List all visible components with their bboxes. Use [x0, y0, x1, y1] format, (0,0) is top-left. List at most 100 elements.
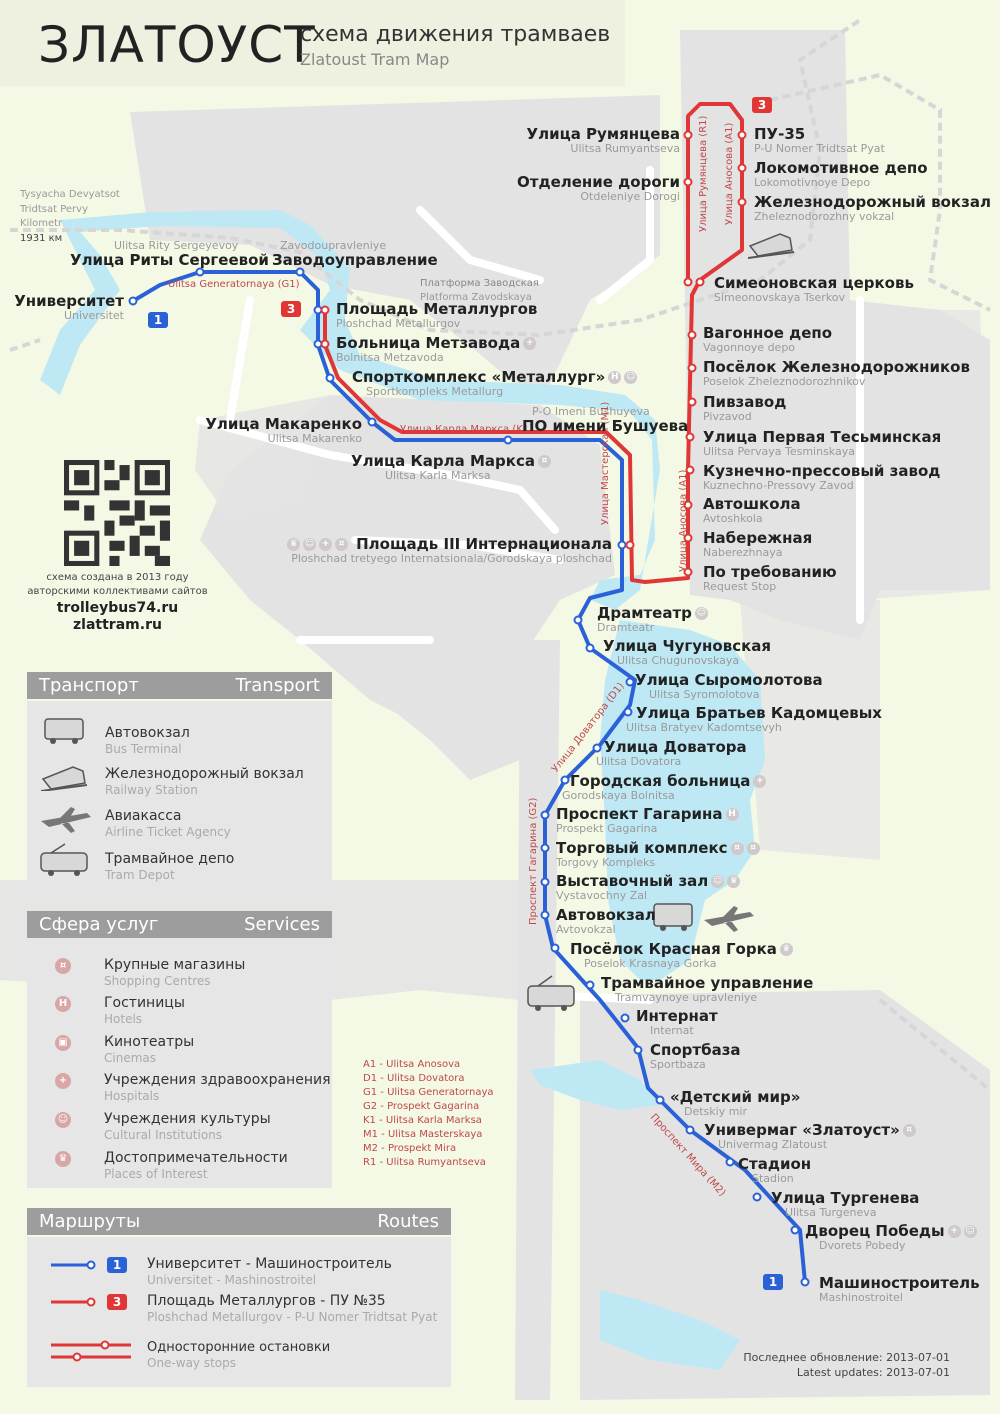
- map-train-icon: [747, 233, 795, 259]
- station-dramteatr[interactable]: Драмтеатр☺Dramteatr: [597, 604, 708, 634]
- roads: [196, 166, 864, 1004]
- street-abbrev-m1: M1 - Ulitsa Masterskaya: [363, 1129, 483, 1140]
- last-update-en: Latest updates: 2013-07-01: [796, 1366, 950, 1379]
- street-abbrev-d1: D1 - Ulitsa Dovatora: [363, 1073, 465, 1084]
- street-abbrev-r1: R1 - Ulitsa Rumyantseva: [363, 1157, 486, 1168]
- crown-icon: ♛: [779, 943, 793, 956]
- station-univermag[interactable]: Универмаг «Златоуст»¤Univermag Zlatoust: [704, 1123, 916, 1150]
- railway: [9, 18, 992, 1092]
- site-link-zlattram[interactable]: zlattram.ru: [73, 617, 162, 633]
- station-karla-marksa[interactable]: Улица Карла Маркса¤Ulitsa Karla Marksa: [351, 454, 551, 481]
- cinema-icon: ▣: [55, 1035, 71, 1051]
- cart-icon: ¤: [902, 1124, 916, 1137]
- route-3-stops: [320, 130, 747, 577]
- route-badge-3-start[interactable]: 3: [281, 301, 301, 317]
- hospital-cross-icon: +: [947, 1225, 961, 1238]
- river: [40, 210, 765, 1370]
- train-icon: [41, 766, 88, 791]
- hospital-cross-icon: +: [319, 538, 333, 551]
- theatre-mask-icon: ☺: [694, 607, 708, 620]
- city-title: ЗЛАТОУСТ: [38, 16, 316, 74]
- route-badge-3-end[interactable]: 3: [752, 97, 772, 113]
- hotel-icon: H: [725, 808, 739, 821]
- theatre-mask-icon: ☺: [963, 1225, 977, 1238]
- station-gor-bolnitsa[interactable]: Городская больница+Gorodskaya Bolnitsa: [562, 774, 767, 801]
- bus-icon: [44, 718, 84, 744]
- route-badge-1-start[interactable]: 1: [148, 312, 168, 328]
- station-krasnaya-gorka[interactable]: Посёлок Красная Горка♛Poselok Krasnaya G…: [570, 942, 793, 969]
- station-vyst-zal[interactable]: Выставочный зал☺♛Vystavochny Zal: [556, 874, 741, 901]
- route-badge-1-end[interactable]: 1: [763, 1274, 783, 1290]
- map-subtitle-ru: схема движения трамваев: [300, 22, 611, 47]
- street-abbrev-g2: G2 - Prospekt Gagarina: [363, 1101, 480, 1112]
- street-abbrev-g1: G1 - Ulitsa Generatornaya: [363, 1087, 494, 1098]
- hospital-cross-icon: +: [753, 775, 767, 788]
- hotel-icon: H: [55, 996, 71, 1012]
- street-label-gagarina: Проспект Гагарина (G2): [528, 797, 539, 925]
- site-link-trolleybus74[interactable]: trolleybus74.ru: [56, 600, 179, 616]
- station-torg-kompleks[interactable]: Торговый комплекс¤¤Torgovy Kompleks: [556, 841, 760, 868]
- station-sportkompleks[interactable]: Спорткомплекс «Металлург»H☺Sportkompleks…: [352, 368, 638, 398]
- theatre-mask-icon: ☺: [303, 538, 317, 551]
- street-abbrev-m2: M2 - Prospekt Mira: [363, 1143, 457, 1154]
- plane-icon: [41, 807, 91, 833]
- theatre-mask-icon: ☺: [624, 371, 638, 384]
- station-dvorets-pobedy[interactable]: Дворец Победы+☺Dvorets Pobedy: [805, 1222, 977, 1252]
- crown-icon: ♛: [287, 538, 301, 551]
- route-3-badge[interactable]: 3: [107, 1294, 127, 1310]
- qr-code-icon[interactable]: [64, 460, 170, 566]
- station-bolnitsa-metzavoda[interactable]: Больница Метзавода+Bolnitsa Metzavoda: [336, 336, 537, 363]
- route-1-badge[interactable]: 1: [107, 1257, 127, 1273]
- station-detsky-mir[interactable]: «Детский мир»Detskiy mir: [670, 1088, 801, 1118]
- street-label-anosova-top: Улица Аносова (A1): [724, 122, 735, 225]
- cart-icon: ¤: [537, 455, 551, 468]
- street-label-rumyantseva: Улица Румянцева (R1): [698, 115, 709, 232]
